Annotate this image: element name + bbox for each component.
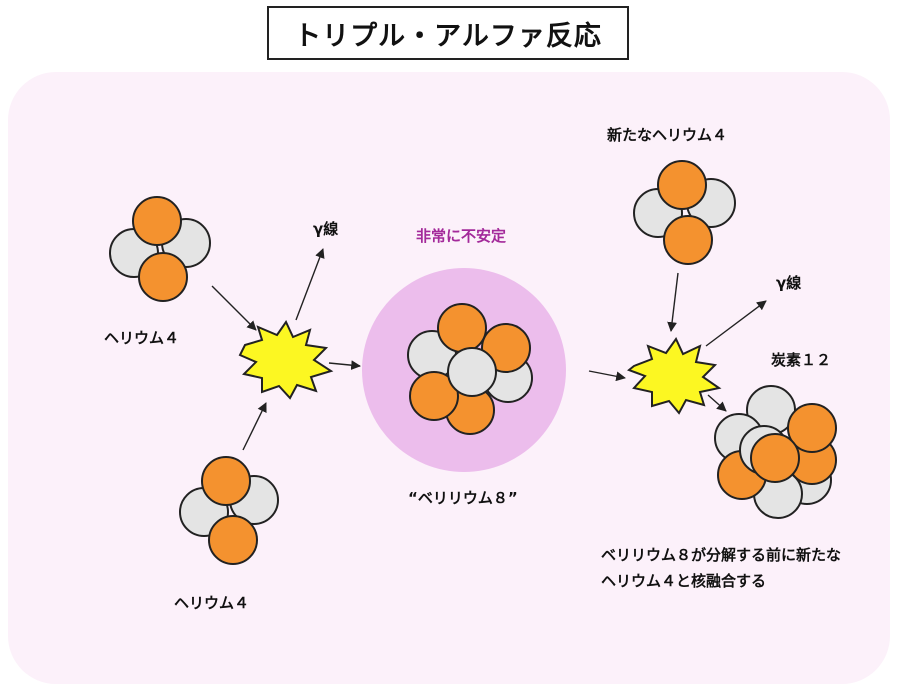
diagram-title: トリプル・アルファ反応 <box>267 6 629 60</box>
arrow-new-helium-to-burst <box>667 272 679 332</box>
label-beryllium8: “ベリリウム８” <box>408 489 518 507</box>
arrow-beryllium-to-burst <box>588 370 626 382</box>
arrow-gamma-right <box>705 300 767 347</box>
arrow-burst-to-carbon <box>707 394 727 412</box>
note-line-2: ヘリウム４と核融合する <box>601 572 767 590</box>
helium4-nucleus-top <box>109 196 211 302</box>
collision-burst-right <box>627 337 722 415</box>
label-gamma-left: γ線 <box>313 220 339 238</box>
label-gamma-right: γ線 <box>776 274 802 292</box>
label-helium4-bottom: ヘリウム４ <box>174 594 250 612</box>
helium4-nucleus-bottom <box>179 456 279 565</box>
label-new-helium4: 新たなヘリウム４ <box>607 126 728 144</box>
arrow-helium-top-to-burst <box>211 285 257 331</box>
carbon12-nucleus <box>714 385 837 519</box>
note-line-1: ベリリウム８が分解する前に新たな <box>601 546 842 564</box>
arrow-helium-bottom-to-burst <box>242 402 267 451</box>
arrow-gamma-left <box>295 248 325 321</box>
label-helium4-top: ヘリウム４ <box>104 329 180 347</box>
label-carbon12: 炭素１２ <box>771 351 832 369</box>
beryllium8-nucleus <box>407 303 533 435</box>
arrow-burst-to-beryllium <box>328 360 361 371</box>
collision-burst-left <box>238 319 334 400</box>
label-very-unstable: 非常に不安定 <box>416 227 507 245</box>
helium4-nucleus-new <box>633 160 736 265</box>
